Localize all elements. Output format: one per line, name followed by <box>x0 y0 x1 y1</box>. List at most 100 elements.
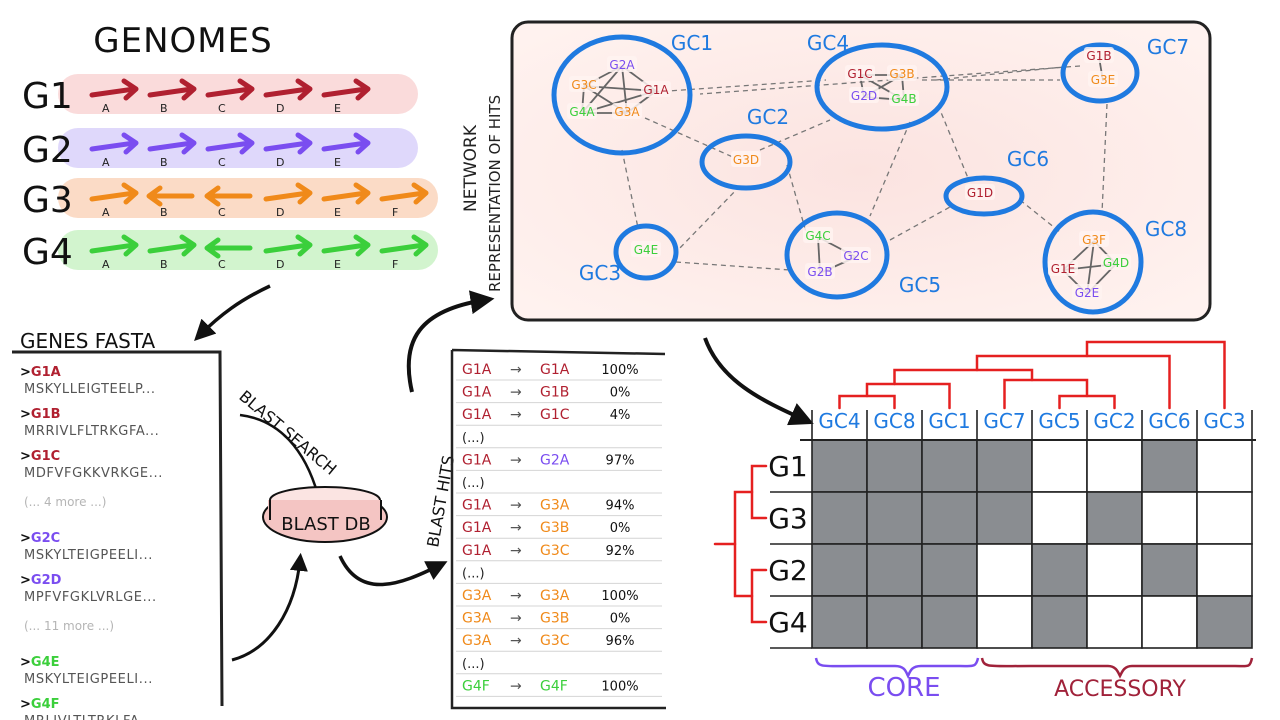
network-label-line2: REPRESENTATION OF HITS <box>486 95 504 292</box>
blast-search-label: BLAST SEARCH <box>235 387 340 479</box>
matrix-column-label: GC4 <box>818 409 860 433</box>
hit-identity: 100% <box>601 363 638 378</box>
gene-arrow-shaft <box>263 86 311 98</box>
hit-query: G3A <box>462 588 492 604</box>
node-bg <box>641 81 671 97</box>
network-edge <box>869 121 911 217</box>
cluster-ring <box>1042 209 1144 315</box>
gene-arrow-shaft <box>89 140 137 152</box>
hit-arrow: → <box>510 498 522 514</box>
matrix-cell <box>1086 439 1143 493</box>
gene-node: G3D <box>733 153 759 167</box>
blast-db-label: BLAST DB <box>281 514 370 535</box>
cluster-label: GC8 <box>1145 217 1187 241</box>
node-bg <box>805 263 835 279</box>
hits-panel-border <box>450 348 666 710</box>
matrix-cell <box>1031 543 1088 597</box>
hit-subject: G4F <box>540 678 568 694</box>
fasta-id: >G1B <box>20 407 61 422</box>
fasta-entry: >G4E MSKYLTEIGPEELI... <box>20 655 153 687</box>
hit-arrow: → <box>510 543 522 559</box>
gene-arrow-b: B <box>147 234 197 271</box>
gene-arrow-shaft <box>89 242 137 254</box>
gene-arrow-head <box>179 78 197 101</box>
gene-letter: A <box>102 156 110 169</box>
gene-arrow-f: F <box>379 234 429 271</box>
dendrogram-branch <box>893 368 1034 386</box>
gene-node: G3F <box>1082 233 1106 247</box>
cluster-ring <box>784 210 890 300</box>
gene-arrow-b: B <box>147 132 197 169</box>
gene-arrow-c: C <box>205 132 255 169</box>
genome-band <box>58 128 418 168</box>
cluster-ring <box>699 133 793 191</box>
gene-node: G4A <box>569 105 595 119</box>
matrix-cell <box>1031 491 1088 545</box>
network-label-line1: NETWORK <box>461 124 481 212</box>
gene-arrow-head <box>411 234 429 257</box>
gene-arrow-shaft <box>89 86 137 98</box>
hit-query: G1A <box>462 407 492 423</box>
hit-arrow: → <box>510 678 522 694</box>
hit-arrow: → <box>510 407 522 423</box>
dendrogram-branch <box>865 382 951 410</box>
network-edge <box>937 104 969 179</box>
gene-node: G1D <box>967 186 993 200</box>
fasta-id: >G1A <box>20 365 61 380</box>
gene-node: G4D <box>1103 256 1129 270</box>
hit-subject: G3C <box>540 543 570 559</box>
dendrogram-branch <box>838 394 896 410</box>
gene-arrow-c: C <box>205 78 255 115</box>
gene-arrow-shaft <box>263 140 311 152</box>
fasta-sequence: MPFVFGKLVRLGE... <box>24 590 157 605</box>
gene-node: G3B <box>889 67 914 81</box>
gene-arrow-e: E <box>321 182 371 219</box>
hit-identity: 97% <box>606 453 635 468</box>
matrix-cell <box>921 439 978 493</box>
gene-arrow-d: D <box>263 78 313 115</box>
hit-subject: G2A <box>540 452 570 468</box>
gene-node: G3A <box>614 105 640 119</box>
gene-arrow-shaft <box>147 242 195 254</box>
matrix-cell <box>921 595 978 649</box>
genome-label: G4 <box>22 232 73 273</box>
node-bg <box>887 65 917 81</box>
matrix-cell <box>1086 543 1143 597</box>
gene-node: G1B <box>1086 49 1111 63</box>
core-brace <box>814 657 980 679</box>
fasta-panel-border <box>12 350 224 707</box>
node-bg <box>845 65 875 81</box>
matrix-column-label: GC3 <box>1203 409 1245 433</box>
gene-arrow-head <box>411 182 429 205</box>
hit-query: G1A <box>462 452 492 468</box>
node-bg <box>607 56 637 72</box>
gene-letter: A <box>102 206 110 219</box>
matrix-cell <box>921 491 978 545</box>
hit-query: G1A <box>462 520 492 536</box>
hit-query: G1A <box>462 543 492 559</box>
fasta-sequence: MSKYLTEIGPEELI... <box>24 672 153 687</box>
gene-letter: B <box>160 258 168 271</box>
accessory-brace <box>980 657 1254 679</box>
genome-label: G3 <box>22 180 73 221</box>
fasta-id: >G1C <box>20 449 60 464</box>
fasta-sequence: MDFVFGKKVRKGE... <box>24 466 163 481</box>
gene-node: G2D <box>851 89 877 103</box>
hit-query: G1A <box>462 362 492 378</box>
cluster-ring <box>613 223 679 281</box>
matrix-column-label: GC7 <box>983 409 1025 433</box>
gene-node: G2C <box>843 249 868 263</box>
gene-letter: E <box>334 206 341 219</box>
fasta-id: >G4E <box>20 655 60 670</box>
matrix-cell <box>866 543 923 597</box>
matrix-cell <box>811 595 868 649</box>
